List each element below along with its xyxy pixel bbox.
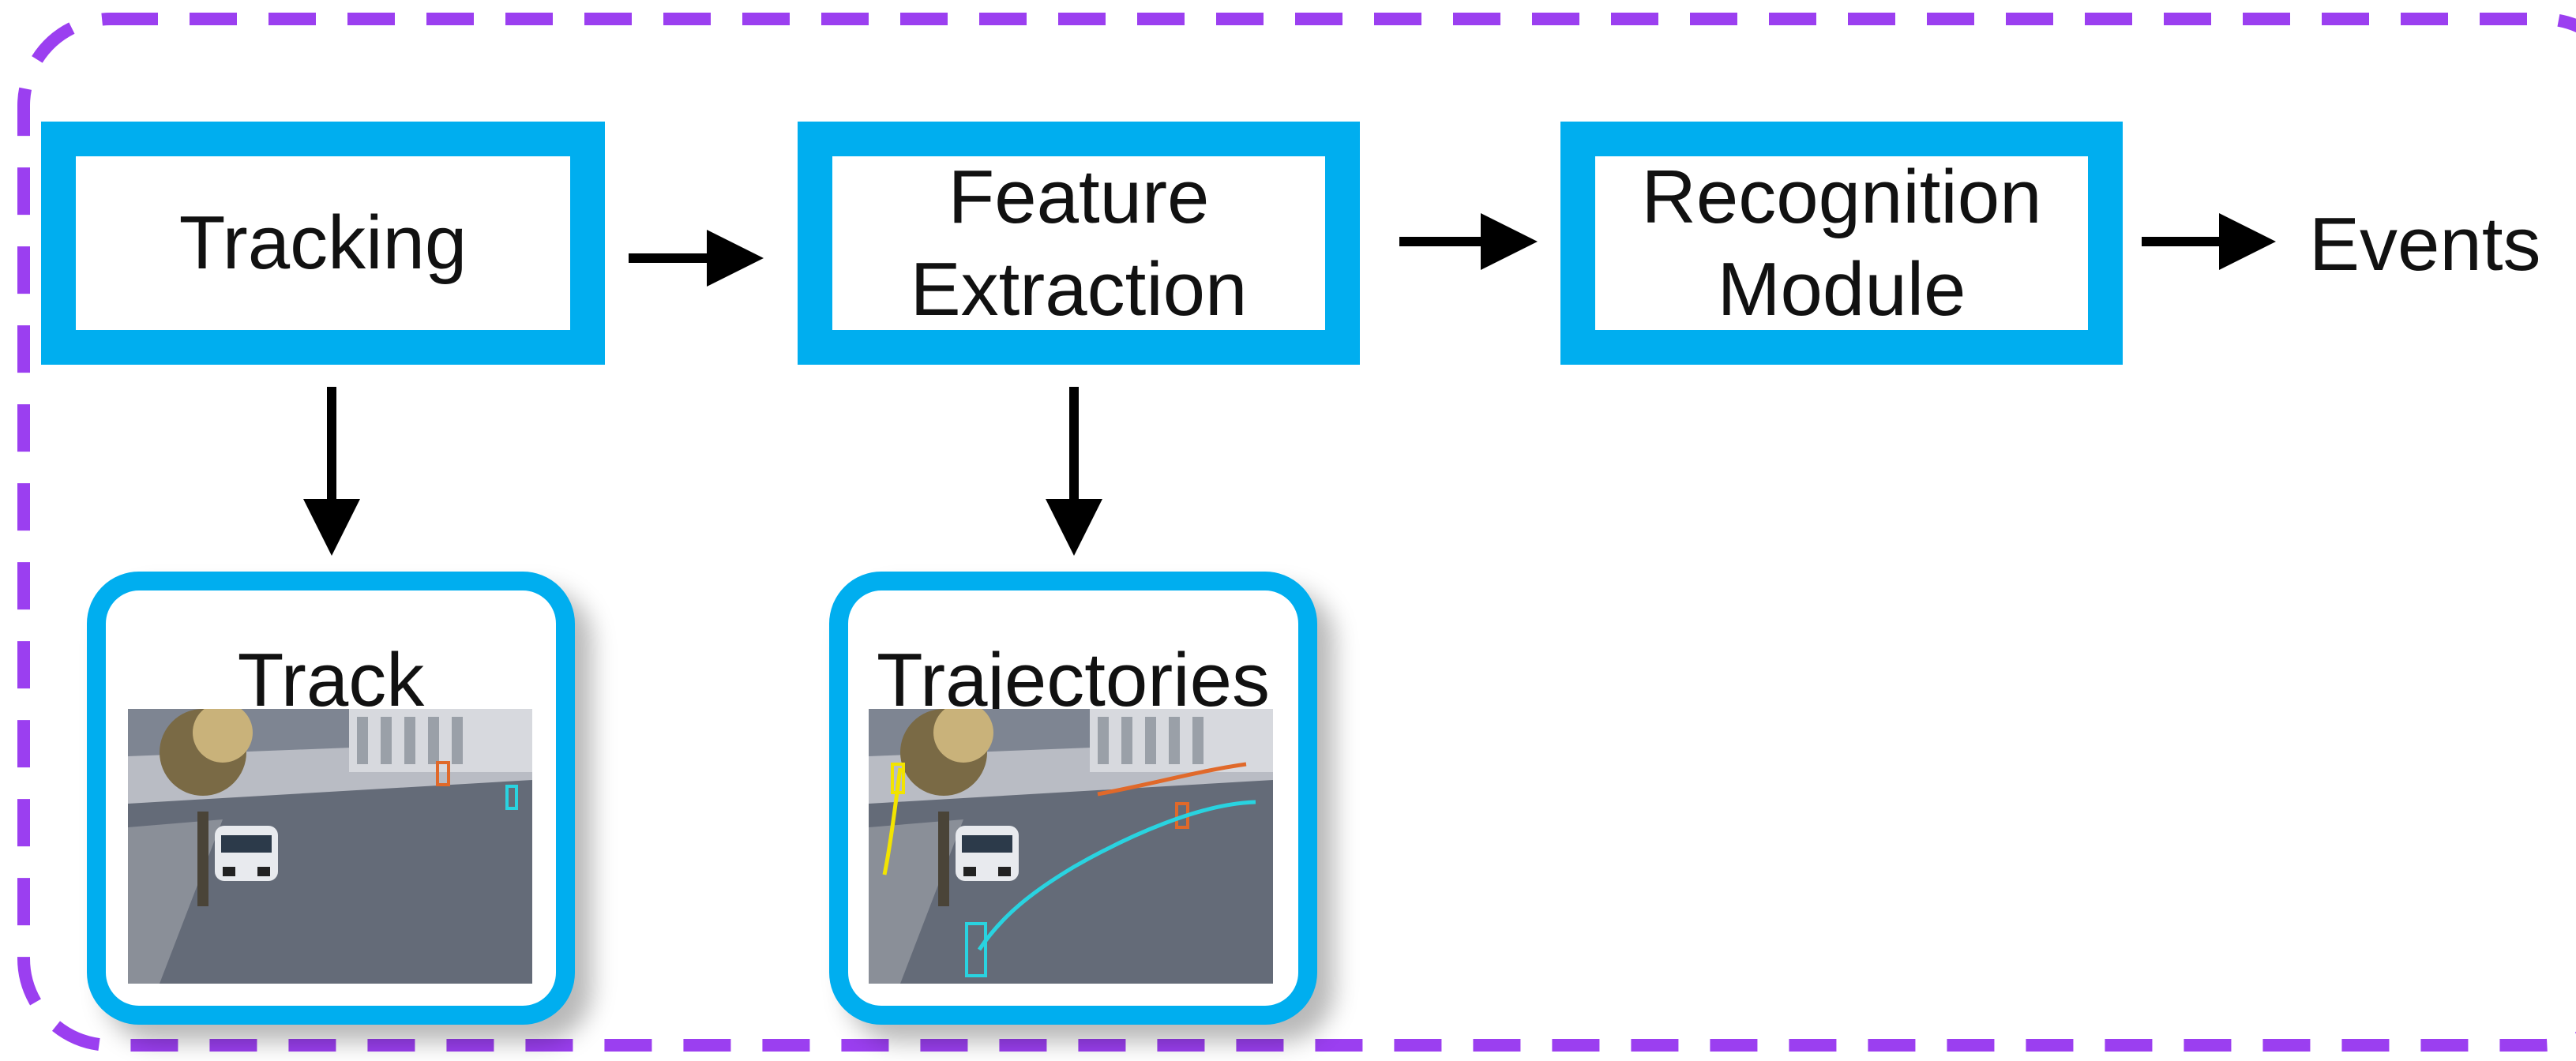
feature-extraction-label-line1: Feature [948, 154, 1210, 239]
track-street-image [128, 709, 532, 984]
feature-extraction-box: Feature Extraction [798, 122, 1360, 365]
dashed-boundary [17, 13, 2576, 1052]
trajectory-orange [1097, 762, 1247, 797]
tracking-box: Tracking [41, 122, 605, 365]
trajectories-street-image [869, 709, 1273, 984]
track-title: Track [237, 638, 425, 722]
trajectories-title: Trajectories [877, 638, 1270, 722]
trajectory-yellow [882, 767, 903, 875]
recognition-module-label-line2: Module [1717, 247, 1966, 332]
tracking-label: Tracking [178, 201, 468, 286]
trajectory-cyan [977, 800, 1256, 951]
events-label: Events [2309, 202, 2541, 287]
feature-extraction-label-line2: Extraction [910, 247, 1248, 332]
recognition-module-box: Recognition Module [1560, 122, 2123, 365]
recognition-module-label-line1: Recognition [1641, 154, 2042, 239]
